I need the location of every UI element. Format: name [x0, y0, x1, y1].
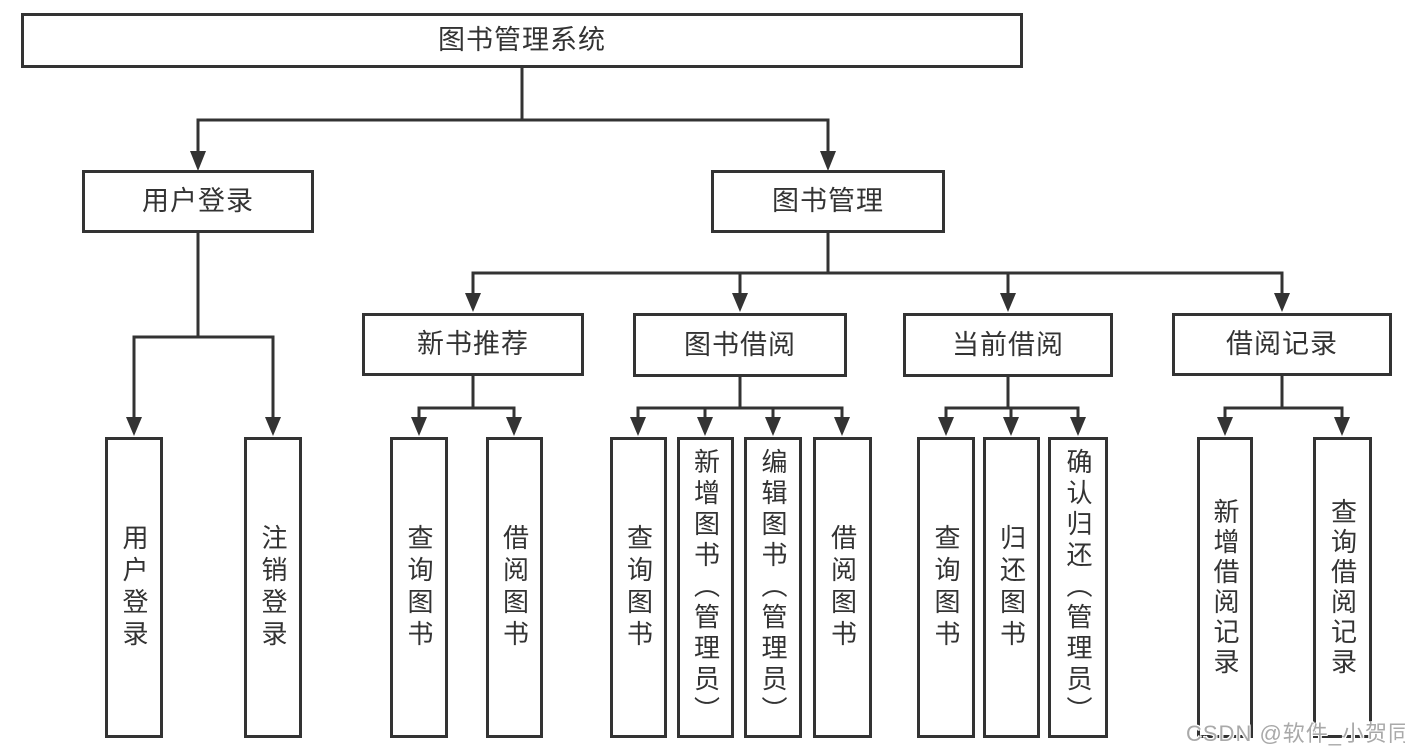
leaf-add-books-admin: 新增图书（管理员）	[677, 437, 734, 738]
leaf-query-books-recommend: 查询图书	[390, 437, 448, 738]
node-borrow-records: 借阅记录	[1172, 313, 1392, 376]
leaf-logout: 注销登录	[244, 437, 302, 738]
leaf-confirm-return-admin: 确认归还（管理员）	[1048, 437, 1108, 738]
leaf-edit-books-admin: 编辑图书（管理员）	[744, 437, 802, 738]
node-library-system: 图书管理系统	[21, 13, 1023, 68]
leaf-return-books: 归还图书	[983, 437, 1040, 738]
leaf-query-borrow-record: 查询借阅记录	[1313, 437, 1372, 738]
node-new-book-recommend: 新书推荐	[362, 313, 584, 376]
leaf-user-login: 用户登录	[105, 437, 163, 738]
csdn-watermark: CSDN @软件_小贺同学	[1186, 721, 1405, 746]
node-book-management: 图书管理	[711, 170, 945, 233]
leaf-query-books-current: 查询图书	[917, 437, 975, 738]
leaf-borrow-books-recommend: 借阅图书	[486, 437, 543, 738]
leaf-add-borrow-record: 新增借阅记录	[1197, 437, 1253, 738]
node-book-borrow: 图书借阅	[633, 313, 847, 377]
leaf-query-books-borrow: 查询图书	[610, 437, 667, 738]
node-user-login: 用户登录	[82, 170, 314, 233]
leaf-borrow-books: 借阅图书	[813, 437, 872, 738]
node-current-borrow: 当前借阅	[903, 313, 1113, 377]
